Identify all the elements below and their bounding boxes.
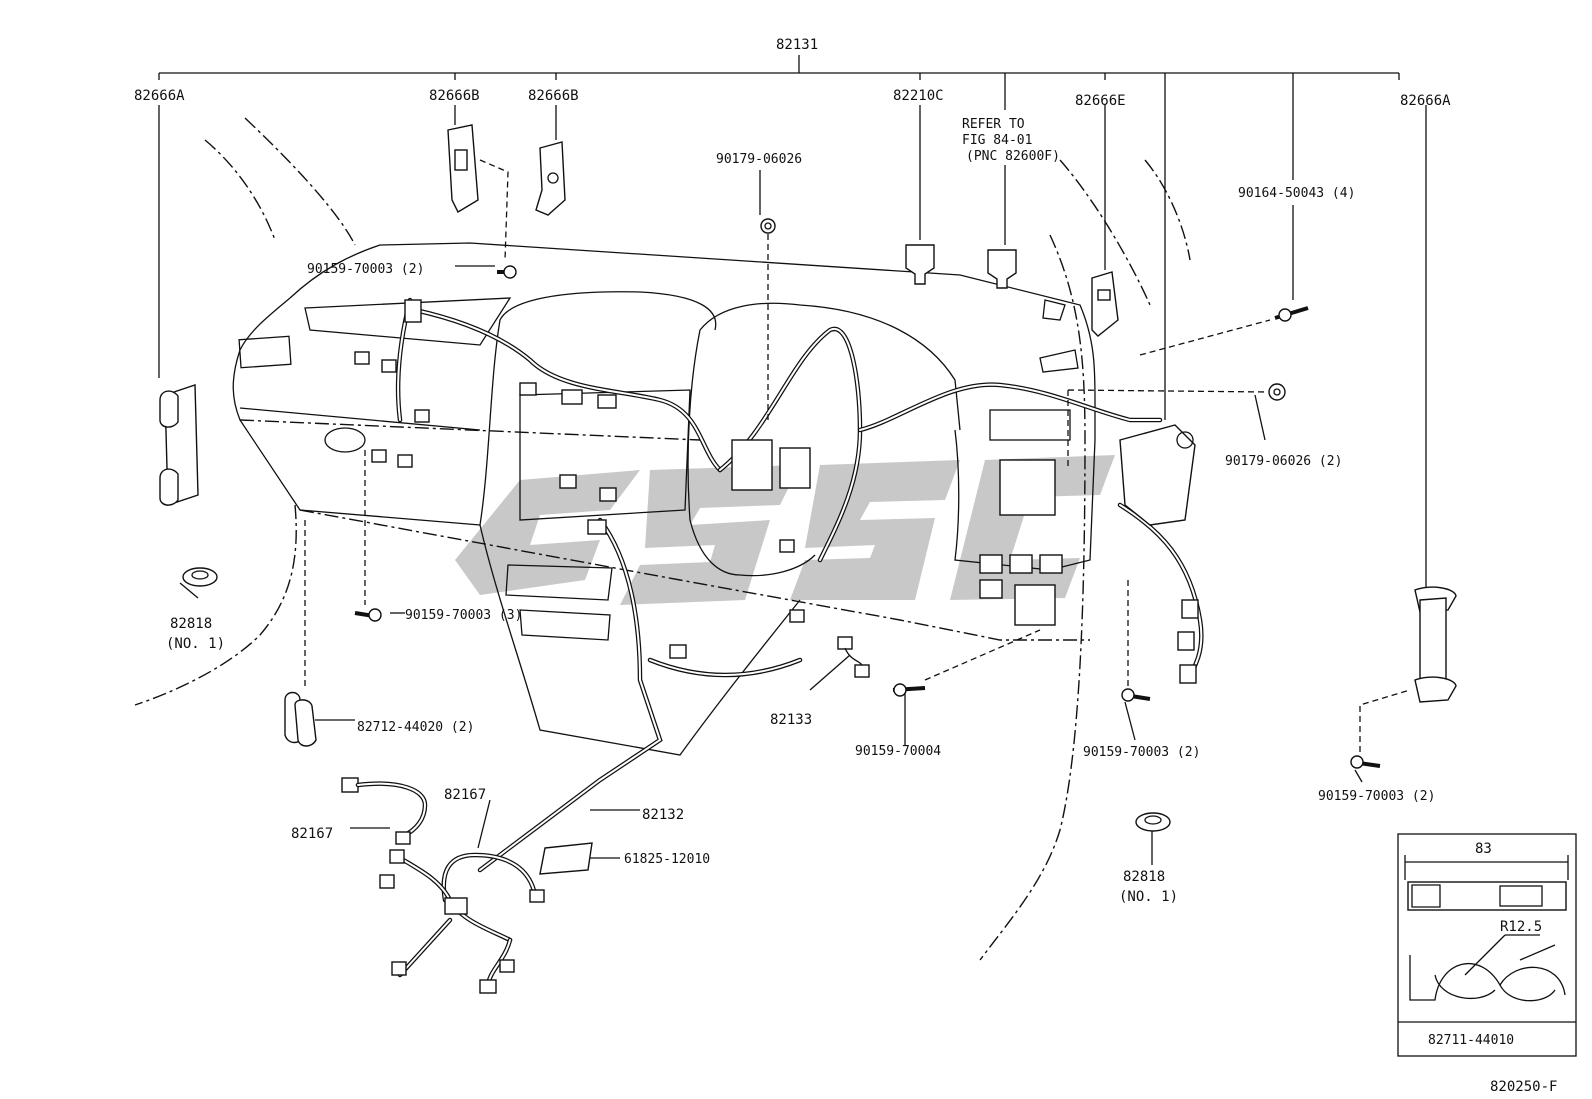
bolt-90159-70004 (892, 683, 926, 697)
label-inset-dim: 83 (1475, 841, 1492, 857)
bolt-left-upper-dash (479, 159, 509, 261)
bolt-90164-right (1274, 306, 1309, 322)
bolt-90159-left-upper (497, 265, 517, 279)
bolt-far-right-dash (1359, 689, 1411, 752)
label-82131: 82131 (776, 37, 818, 53)
harness-82133 (837, 636, 870, 678)
relay-82210c (905, 244, 935, 285)
connectors (354, 299, 1199, 684)
nut-right-dash (1067, 389, 1269, 470)
clamp-82666e (1091, 271, 1119, 337)
clamp-82666b-1 (447, 124, 479, 213)
label-90159-far-right: 90159-70003 (2) (1318, 789, 1435, 804)
grommet-82818-right (1135, 812, 1171, 832)
label-90179-top: 90179-06026 (716, 152, 802, 167)
label-90179-right: 90179-06026 (2) (1225, 454, 1342, 469)
grommet-82818-left (182, 567, 218, 587)
label-90159-70004: 90159-70004 (855, 744, 941, 759)
inset-box (1397, 833, 1577, 1057)
label-90159-left-lower: 90159-70003 (3) (405, 608, 522, 623)
nut-90179-right (1268, 383, 1286, 401)
instrument-panel (232, 242, 1096, 756)
label-sheet-61825 (539, 842, 593, 875)
label-90164: 90164-50043 (4) (1238, 186, 1355, 201)
label-82666b-2: 82666B (528, 88, 579, 104)
label-82132: 82132 (642, 807, 684, 823)
label-82210c: 82210C (893, 88, 944, 104)
label-82167-top: 82167 (444, 787, 486, 803)
label-inset-part: 82711-44010 (1428, 1033, 1514, 1048)
harness-82167-small (341, 777, 428, 845)
bolt-90159-left-lower (354, 608, 382, 622)
label-82818-left: 82818 (170, 616, 212, 632)
label-61825: 61825-12010 (624, 852, 710, 867)
label-82167-left: 82167 (291, 826, 333, 842)
label-82666b-1: 82666B (429, 88, 480, 104)
label-refer-3: (PNC 82600F) (966, 149, 1060, 164)
clip-82712 (284, 691, 317, 747)
nut-90179-top (760, 218, 776, 234)
label-82818-right-no: (NO. 1) (1119, 889, 1178, 905)
label-82666a-left: 82666A (134, 88, 185, 104)
harness-wiring (395, 297, 1204, 873)
label-90159-right-lower: 90159-70003 (2) (1083, 745, 1200, 760)
label-82133: 82133 (770, 712, 812, 728)
label-refer-2: FIG 84-01 (962, 133, 1032, 148)
bolt-90159-far-right (1350, 755, 1381, 769)
vehicle-outline (134, 117, 1191, 961)
label-82818-left-no: (NO. 1) (166, 636, 225, 652)
bolt-90159-right-lower (1121, 688, 1151, 702)
label-figure-code: 820250-F (1490, 1079, 1557, 1095)
harness-82167-main (379, 849, 545, 994)
label-inset-radius: R12.5 (1500, 919, 1542, 935)
label-82666a-right: 82666A (1400, 93, 1451, 109)
label-refer-1: REFER TO (962, 117, 1025, 132)
clamp-82666a-left (159, 384, 199, 506)
part-leaders (158, 105, 1427, 865)
main-harness-leader (158, 55, 1400, 420)
bolt-right-dash (1139, 319, 1271, 356)
label-90159-left-upper: 90159-70003 (2) (307, 262, 424, 277)
clamp-82666b-2 (535, 141, 566, 216)
clamp-82666a-right (1414, 586, 1457, 703)
relay-refer (987, 249, 1017, 289)
label-82818-right: 82818 (1123, 869, 1165, 885)
label-82712: 82712-44020 (2) (357, 720, 474, 735)
label-82666e: 82666E (1075, 93, 1126, 109)
bolt-70004-dash (924, 629, 1041, 681)
